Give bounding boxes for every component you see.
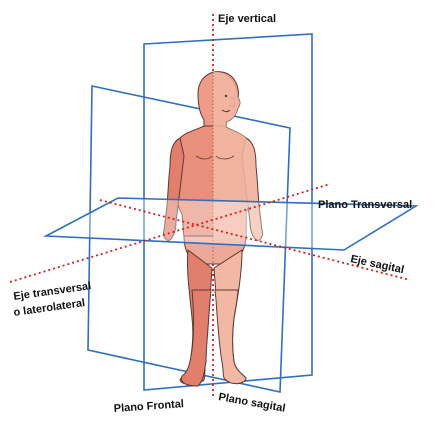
transverse-plane-label: Plano Transversal	[318, 199, 412, 211]
frontal-plane-label: Plano Frontal	[113, 398, 184, 415]
sagittal-plane-label: Plano sagital	[217, 391, 286, 415]
vertical-axis-label: Eje vertical	[218, 13, 276, 25]
sagittal-axis-label: Eje sagital	[349, 253, 405, 276]
